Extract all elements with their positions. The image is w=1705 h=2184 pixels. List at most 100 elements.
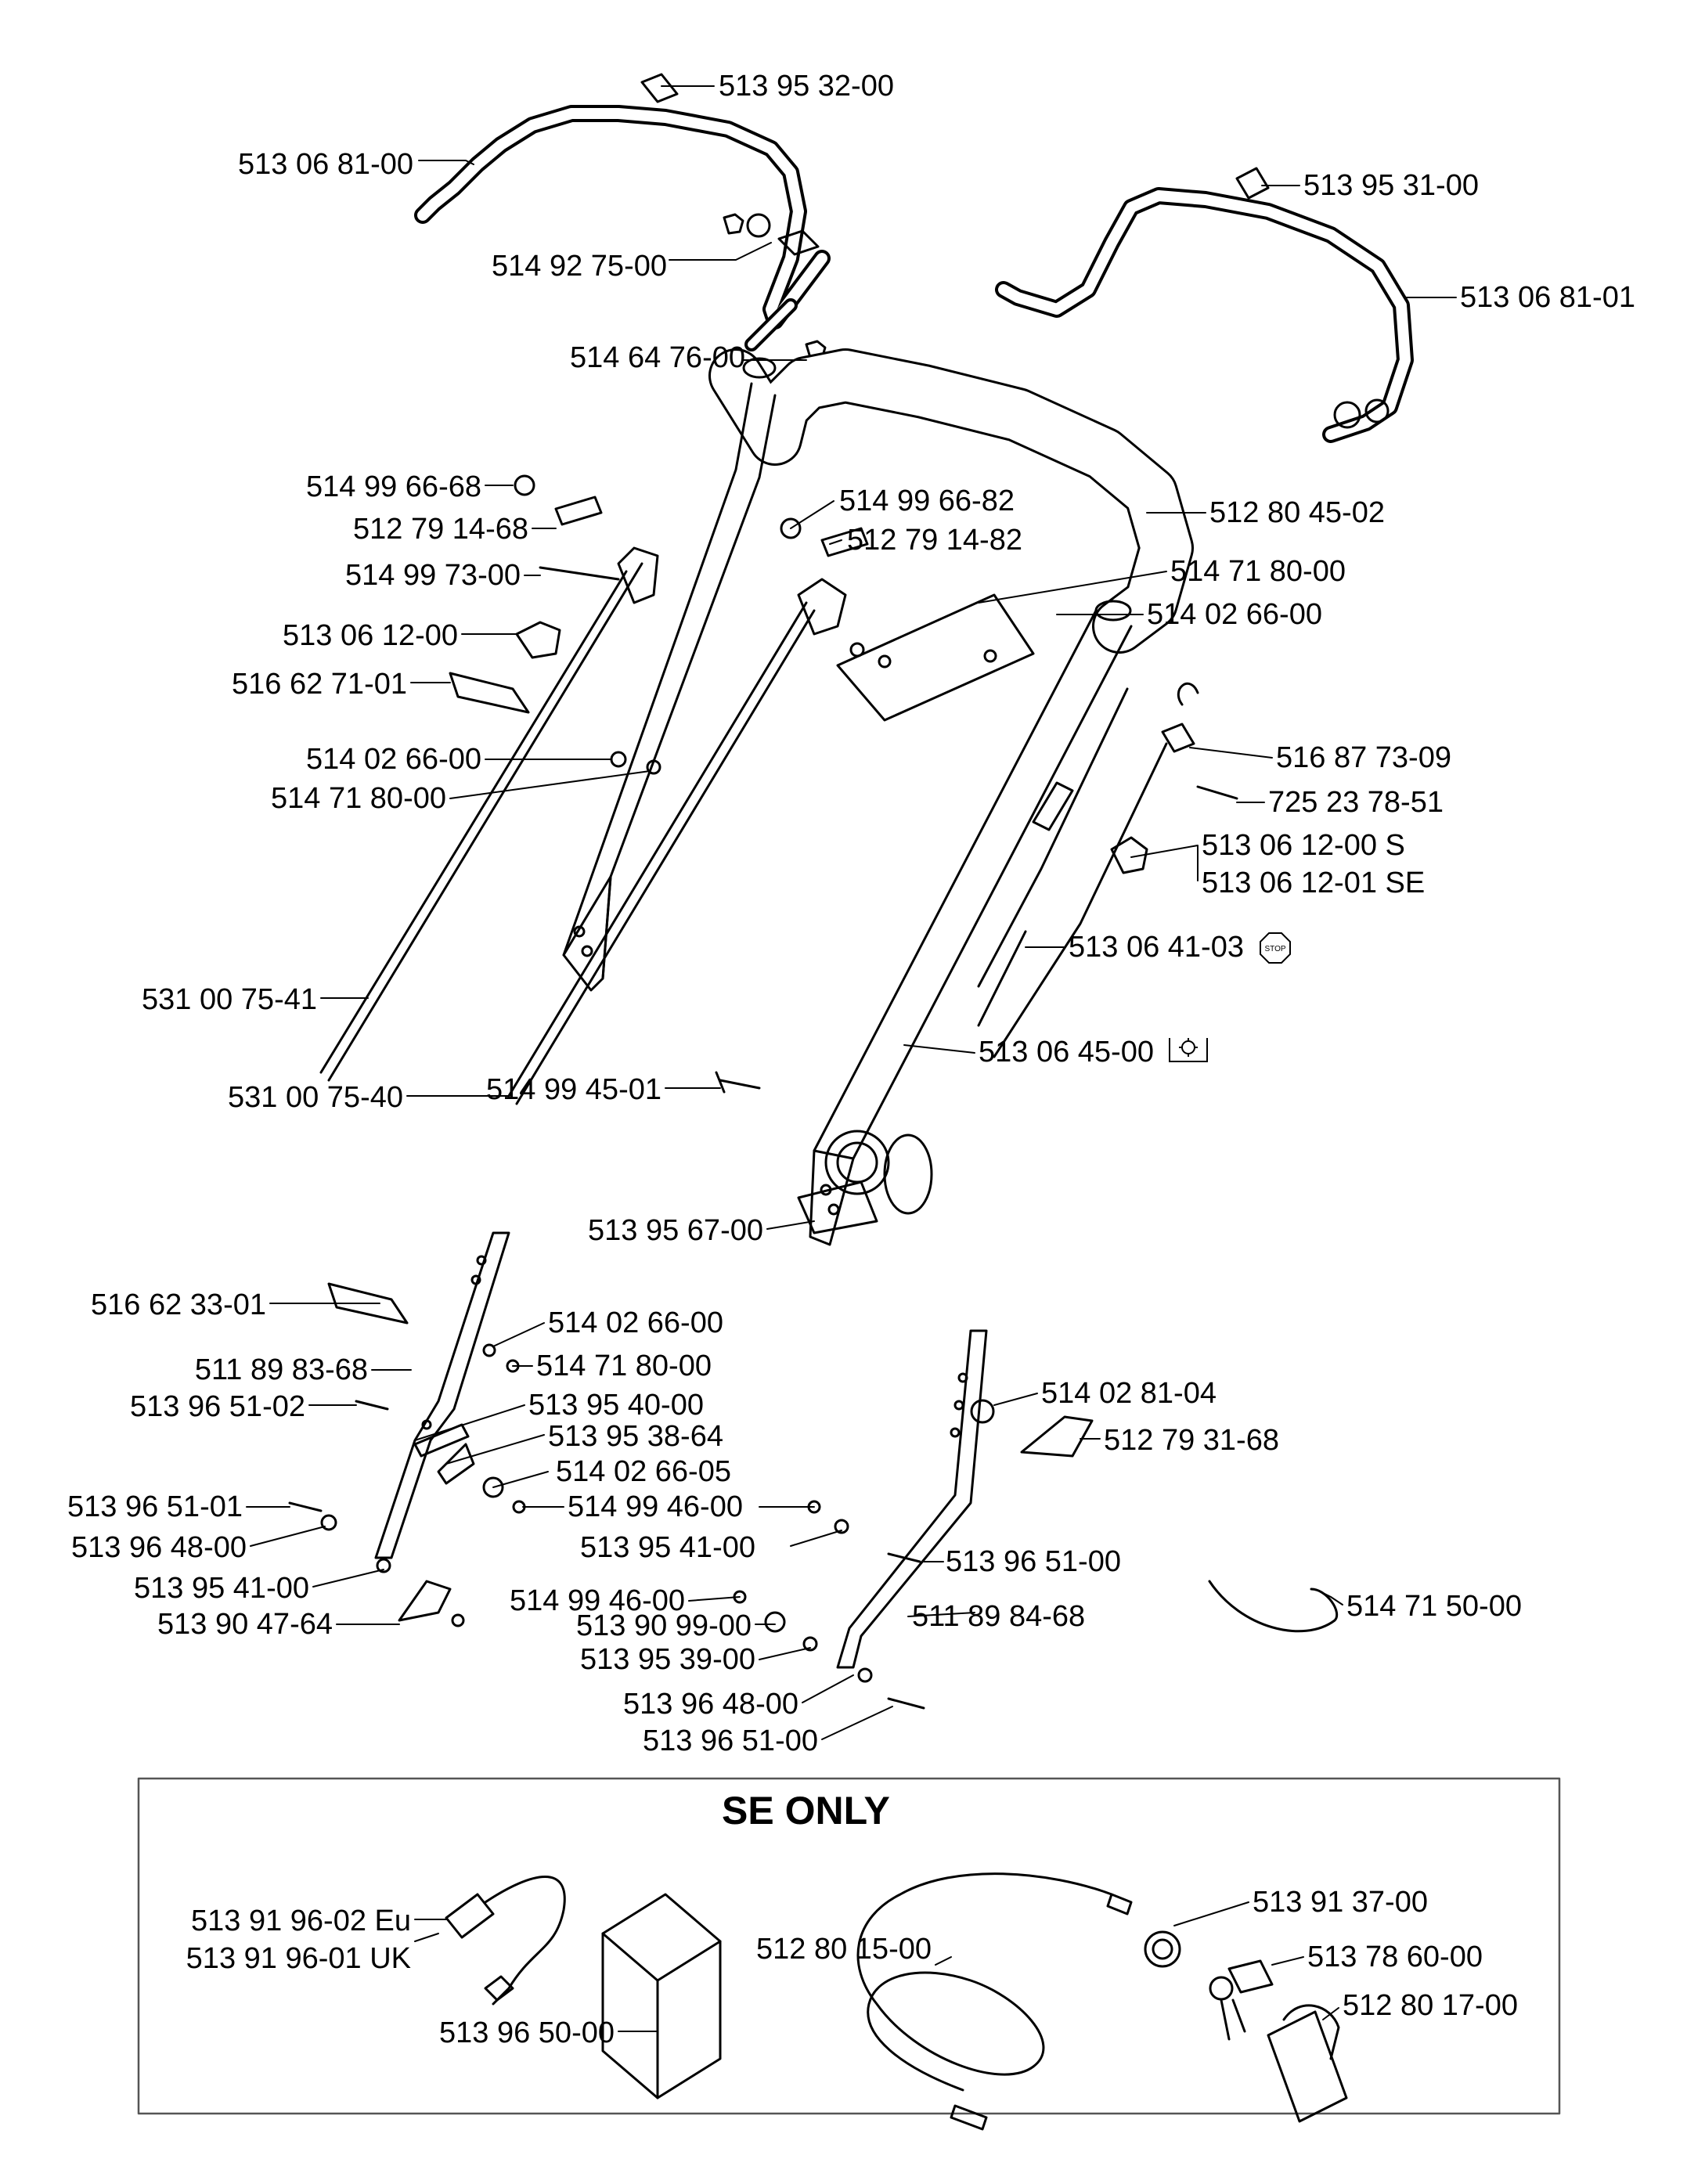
part-label: 514 99 45-01 [486,1073,661,1106]
height-dial [824,1130,890,1195]
part-label: 516 87 73-09 [1276,741,1451,774]
height-knob [883,1133,933,1215]
bracket-left [374,1231,510,1559]
part-label: 531 00 75-40 [228,1081,403,1114]
screw-lower-left-2 [288,1501,323,1512]
part-label: 513 06 12-01 SE [1202,867,1426,899]
part-label: 513 90 47-64 [157,1608,333,1641]
cable-clamp [1110,836,1148,874]
bracket-right [836,1329,988,1669]
screw-right-lower [887,1552,921,1563]
decal-plate [836,593,1035,722]
part-label: 513 95 41-00 [580,1531,755,1564]
screw-right-lower-2 [887,1697,925,1710]
part-label: 514 02 66-00 [548,1306,723,1339]
part-label: 513 91 96-02 Eu [190,1905,411,1937]
spring-right [820,527,869,557]
part-label: 512 79 14-68 [353,513,528,546]
part-label: 513 96 51-02 [130,1390,305,1423]
part-label: 513 95 41-00 [134,1572,309,1605]
main-handle [562,348,1194,1246]
part-label: 516 62 71-01 [232,668,407,701]
part-label: 512 79 31-68 [1104,1424,1279,1457]
rod-lever-right [797,578,847,636]
part-label: 513 96 51-01 [67,1490,243,1523]
part-label: 513 06 81-01 [1460,281,1635,314]
part-label: 531 00 75-41 [142,983,317,1016]
part-label: 514 02 66-00 [1147,598,1322,631]
rod-lever-left [617,546,659,604]
stop-symbol-text: STOP [1264,945,1285,953]
handle-grip-left [640,73,679,103]
spacer-right-3 [857,1667,873,1683]
cap-part [514,474,535,496]
part-label: 513 90 99-00 [576,1609,752,1642]
spring-left [554,496,603,526]
part-label: 513 96 51-00 [946,1545,1121,1578]
part-label: 514 71 50-00 [1346,1590,1522,1623]
part-label: 513 95 32-00 [719,70,894,103]
part-label: 513 06 41-03 [1069,931,1244,964]
handle-grip-right [1235,167,1270,200]
part-label: 514 99 66-82 [839,485,1015,517]
part-label: 514 02 66-00 [306,743,481,776]
washer-large [970,1399,995,1424]
part-label: 513 06 81-00 [238,148,413,181]
spacer-left [376,1558,391,1573]
cable-loop [1177,682,1199,706]
control-rod-right [507,601,816,1105]
se-only-box [137,1777,1561,2115]
handle-screw [715,1071,761,1094]
dial-decal [797,1180,878,1234]
nut-lower-left [320,1514,337,1531]
part-label: 514 71 80-00 [271,782,446,815]
bracket-hole [950,1427,961,1438]
part-label: 513 06 12-00 S [1202,829,1405,862]
screw-lower-left [355,1400,389,1411]
key-switch-nut [1144,1930,1181,1968]
spacer-right-2 [802,1636,818,1652]
charger [445,1876,566,2006]
part-label: 514 99 73-00 [345,559,521,592]
bracket-hole [421,1419,432,1430]
spacer-tube [413,1423,470,1458]
leader-lines [246,85,1457,2032]
lever-plate-left [398,1580,452,1622]
part-label: 514 02 66-05 [556,1455,731,1488]
part-label: 514 99 46-00 [510,1584,685,1617]
part-label: 512 80 15-00 [756,1933,932,1966]
lever-plate-right [1020,1415,1094,1458]
washer-right-2 [983,649,997,663]
spacer-right [834,1519,849,1534]
part-label: 514 02 81-04 [1041,1377,1217,1410]
drive-symbol-icon [1169,1038,1208,1062]
upper-handle-right [995,187,1414,443]
upper-handle-left [414,105,831,362]
part-label: 512 79 14-82 [847,524,1022,557]
pin-part [449,672,530,714]
part-label: 514 64 76-00 [570,341,745,374]
part-label: 513 06 12-00 [283,619,458,652]
part-label: 513 91 96-01 UK [186,1942,411,1975]
part-label: 514 92 75-00 [492,250,667,283]
bracket-hole [476,1255,487,1266]
part-label: 512 80 17-00 [1343,1989,1518,2022]
stop-icon: STOP [1260,932,1291,964]
clip-part [515,621,561,659]
part-label: 513 06 45-00 [979,1036,1154,1069]
cable-assembly [977,687,1168,1058]
bracket-hole [470,1274,481,1285]
bracket-hole [953,1400,964,1411]
washer-mid [482,1476,504,1498]
control-rod-left [319,562,643,1082]
part-label: 513 95 67-00 [588,1214,763,1247]
cap-right [780,517,802,539]
washer-right [849,642,865,658]
part-label: 513 96 50-00 [439,2016,615,2049]
nut-left [646,759,661,775]
switch-housing [1267,2004,1348,2123]
part-label: 513 78 60-00 [1307,1941,1483,1973]
wiring-harness [856,1872,1133,2131]
cable-sleeve [1032,781,1074,831]
